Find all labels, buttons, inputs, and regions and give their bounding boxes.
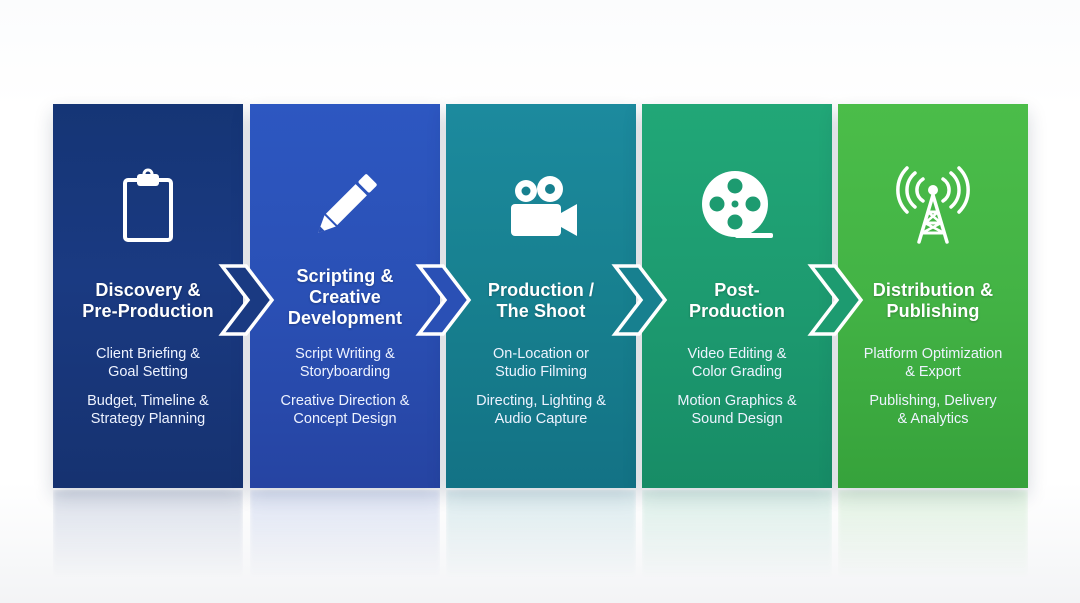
stage-post-production: Post- Production Video Editing & Color G… — [642, 104, 832, 488]
item-line: On-Location or — [493, 346, 589, 362]
title-line: Pre-Production — [82, 301, 214, 321]
stage-scripting: Scripting & Creative Development Script … — [250, 104, 440, 488]
item-line: Client Briefing & — [96, 346, 200, 362]
item-line: Publishing, Delivery — [869, 393, 997, 409]
item-line: Studio Filming — [495, 364, 587, 380]
item-line: Sound Design — [691, 411, 783, 427]
panel-reflection — [53, 490, 243, 580]
stage-discovery: Discovery & Pre-Production Client Briefi… — [53, 104, 243, 488]
title-line: Publishing — [886, 301, 980, 321]
item-line: Concept Design — [293, 411, 397, 427]
stage-item: Creative Direction & Concept Design — [258, 392, 432, 428]
item-line: & Analytics — [897, 411, 969, 427]
item-line: Directing, Lighting & — [476, 393, 606, 409]
stage-item: Platform Optimization & Export — [846, 345, 1020, 381]
video-camera-icon — [501, 166, 581, 246]
stage-item: Client Briefing & Goal Setting — [61, 345, 235, 381]
stage-title: Distribution & Publishing — [846, 280, 1020, 322]
title-line: Development — [287, 308, 403, 328]
title-line: Production — [689, 301, 785, 321]
item-line: Script Writing & — [295, 346, 395, 362]
panel-reflection — [838, 490, 1028, 580]
broadcast-tower-icon — [893, 166, 973, 246]
stage-distribution: Distribution & Publishing Platform Optim… — [838, 104, 1028, 488]
title-line: Discovery & — [95, 280, 201, 300]
pencil-icon — [305, 166, 385, 246]
item-line: & Export — [905, 364, 961, 380]
stage-title: Discovery & Pre-Production — [61, 280, 235, 322]
item-line: Storyboarding — [299, 364, 391, 380]
chevron-right-icon — [413, 262, 473, 338]
title-line: Production / — [487, 280, 595, 300]
stage-item: Video Editing & Color Grading — [650, 345, 824, 381]
item-line: Platform Optimization — [863, 346, 1003, 362]
stage-item: On-Location or Studio Filming — [454, 345, 628, 381]
panel-reflection — [446, 490, 636, 580]
film-reel-icon — [697, 166, 777, 246]
chevron-right-icon — [216, 262, 276, 338]
item-line: Video Editing & — [687, 346, 787, 362]
stage-item: Directing, Lighting & Audio Capture — [454, 392, 628, 428]
stage-item: Budget, Timeline & Strategy Planning — [61, 392, 235, 428]
panel-reflection — [250, 490, 440, 580]
clipboard-icon — [108, 166, 188, 246]
item-line: Color Grading — [691, 364, 783, 380]
item-line: Audio Capture — [494, 411, 588, 427]
stage-item: Script Writing & Storyboarding — [258, 345, 432, 381]
item-line: Budget, Timeline & — [87, 393, 209, 409]
stage-production: Production / The Shoot On-Location or St… — [446, 104, 636, 488]
chevron-right-icon — [609, 262, 669, 338]
item-line: Strategy Planning — [90, 411, 206, 427]
panel-reflection — [642, 490, 832, 580]
title-line: Distribution & — [872, 280, 994, 300]
stage-item: Motion Graphics & Sound Design — [650, 392, 824, 428]
title-line: The Shoot — [496, 301, 586, 321]
stage-title: Post- Production — [650, 280, 824, 322]
title-line: Creative — [309, 287, 381, 307]
stage-item: Publishing, Delivery & Analytics — [846, 392, 1020, 428]
item-line: Creative Direction & — [280, 393, 410, 409]
stage-title: Production / The Shoot — [454, 280, 628, 322]
stage-title: Scripting & Creative Development — [258, 266, 432, 329]
item-line: Goal Setting — [108, 364, 188, 380]
title-line: Post- — [714, 280, 760, 300]
chevron-right-icon — [805, 262, 865, 338]
title-line: Scripting & — [296, 266, 394, 286]
item-line: Motion Graphics & — [677, 393, 797, 409]
